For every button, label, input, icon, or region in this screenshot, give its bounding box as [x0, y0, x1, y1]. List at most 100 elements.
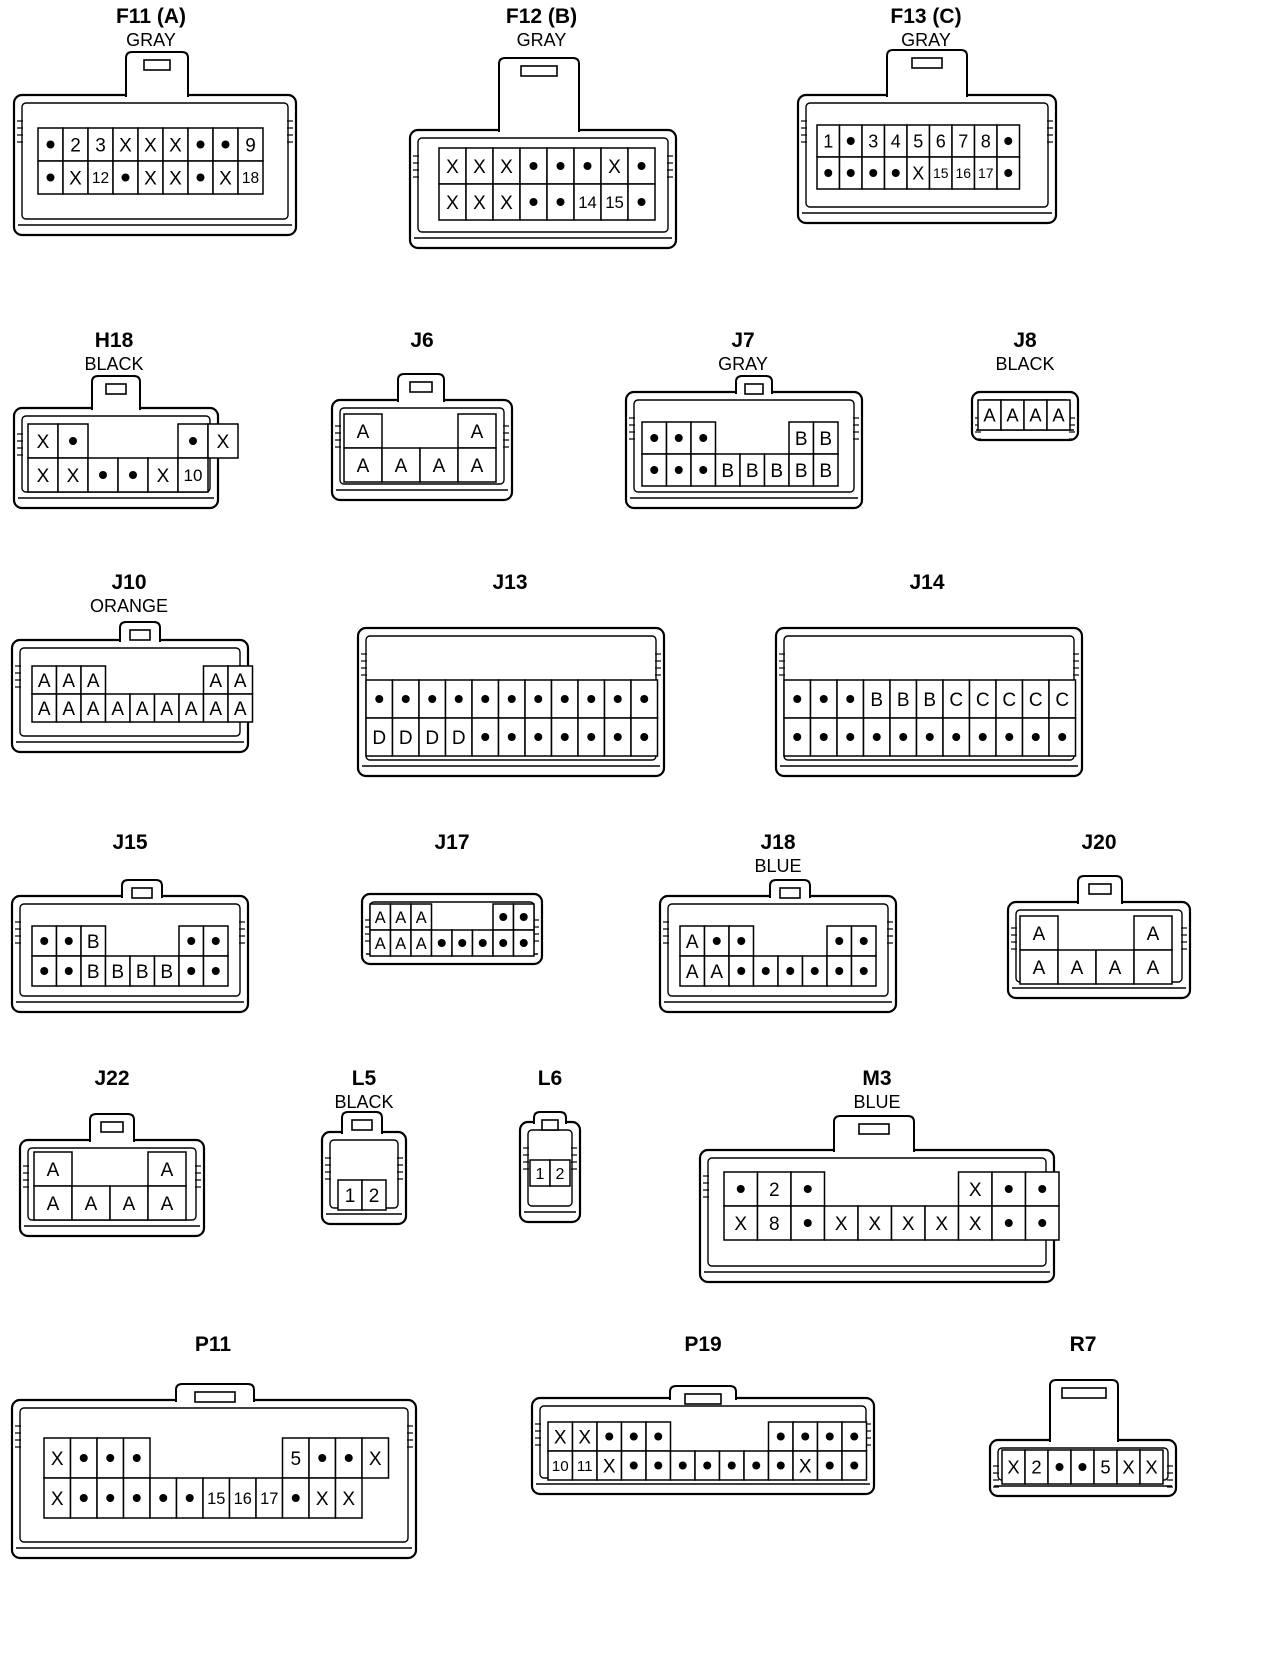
unused-terminal-dot — [185, 1494, 194, 1502]
terminal-cavity — [444, 717, 473, 757]
terminal-cavity — [365, 717, 394, 757]
terminal-cavity — [600, 147, 629, 185]
terminal-label: X — [69, 168, 82, 189]
terminal-cavity — [55, 693, 82, 723]
terminal-label: A — [1033, 958, 1046, 979]
terminal-label: 5 — [290, 1449, 301, 1470]
terminal-label: 3 — [868, 131, 878, 151]
connector-label: J8 — [1013, 329, 1037, 352]
unused-terminal-dot — [529, 162, 538, 170]
terminal-cavity — [723, 1205, 759, 1241]
connector-label: H18 — [94, 329, 134, 352]
unused-terminal-dot — [454, 695, 463, 703]
unused-terminal-dot — [79, 1454, 88, 1462]
connector-color: GRAY — [516, 30, 567, 50]
terminal-label: 11 — [577, 1458, 593, 1475]
connector-label: J17 — [434, 831, 470, 854]
unused-terminal-dot — [129, 471, 137, 479]
unused-terminal-dot — [803, 1185, 812, 1193]
terminal-cavity — [308, 1477, 337, 1519]
terminal-label: 15 — [933, 165, 949, 181]
unused-terminal-dot — [1004, 169, 1013, 177]
connector-label: M3 — [862, 1067, 892, 1090]
unused-terminal-dot — [1004, 1219, 1013, 1227]
unused-terminal-dot — [674, 434, 683, 442]
terminal-label: X — [144, 135, 157, 156]
terminal-cavity — [207, 423, 239, 459]
terminal-cavity — [80, 693, 107, 723]
unused-terminal-dot — [872, 733, 881, 741]
terminal-cavity — [1057, 949, 1097, 985]
connector-label: P11 — [194, 1333, 232, 1356]
unused-terminal-dot — [481, 695, 490, 703]
terminal-label: 8 — [769, 1214, 780, 1235]
unused-terminal-dot — [613, 733, 622, 741]
terminal-cavity — [343, 447, 383, 483]
connector-label: J6 — [410, 329, 434, 352]
unused-terminal-dot — [132, 1454, 141, 1462]
terminal-label: X — [169, 135, 182, 156]
terminal-label: A — [85, 1194, 98, 1215]
terminal-label: X — [217, 432, 230, 453]
unused-terminal-dot — [46, 140, 55, 149]
terminal-label: A — [357, 456, 370, 477]
unused-terminal-dot — [825, 1461, 834, 1470]
terminal-label: B — [111, 962, 124, 983]
unused-terminal-dot — [613, 695, 622, 703]
terminal-cavity — [43, 1477, 72, 1519]
terminal-cavity — [571, 1450, 598, 1481]
unused-terminal-dot — [1031, 733, 1040, 741]
unused-terminal-dot — [640, 695, 649, 703]
terminal-label: X — [835, 1214, 848, 1235]
connector-label: J20 — [1081, 831, 1117, 854]
connector-label: J7 — [731, 329, 755, 352]
terminal-cavity — [1021, 717, 1050, 757]
terminal-label: X — [144, 168, 157, 189]
terminal-cavity — [237, 160, 264, 195]
terminal-label: 10 — [184, 466, 203, 485]
terminal-label: A — [375, 909, 386, 927]
terminal-label: 2 — [70, 135, 81, 156]
unused-terminal-dot — [121, 173, 130, 182]
terminal-label: 15 — [605, 193, 624, 212]
terminal-label: C — [949, 690, 963, 711]
unused-terminal-dot — [196, 140, 205, 149]
terminal-label: A — [1109, 958, 1122, 979]
terminal-label: A — [395, 935, 406, 953]
terminal-label: X — [119, 135, 132, 156]
terminal-cavity — [777, 955, 804, 987]
terminal-label: A — [395, 909, 406, 927]
unused-terminal-dot — [640, 733, 649, 741]
unused-terminal-dot — [478, 939, 487, 947]
terminal-label: 17 — [978, 165, 994, 181]
unused-terminal-dot — [375, 695, 384, 703]
unused-terminal-dot — [825, 1432, 834, 1441]
unused-terminal-dot — [776, 1461, 785, 1470]
terminal-label: A — [161, 1160, 174, 1181]
terminal-cavity — [942, 679, 971, 719]
connector-color: GRAY — [901, 30, 951, 50]
unused-terminal-dot — [560, 733, 569, 741]
unused-terminal-dot — [401, 695, 410, 703]
connector-color: BLUE — [754, 856, 802, 876]
terminal-label: 16 — [234, 1490, 252, 1508]
terminal-label: A — [87, 671, 100, 692]
unused-terminal-dot — [850, 1432, 859, 1441]
terminal-cavity — [104, 955, 131, 987]
terminal-label: X — [902, 1214, 915, 1235]
unused-terminal-dot — [106, 1454, 115, 1462]
terminal-cavity — [812, 421, 839, 455]
unused-terminal-dot — [437, 939, 446, 947]
unused-terminal-dot — [1078, 1463, 1087, 1471]
unused-terminal-dot — [587, 733, 596, 741]
terminal-label: X — [51, 1449, 64, 1470]
connector-color: BLACK — [334, 1092, 394, 1112]
